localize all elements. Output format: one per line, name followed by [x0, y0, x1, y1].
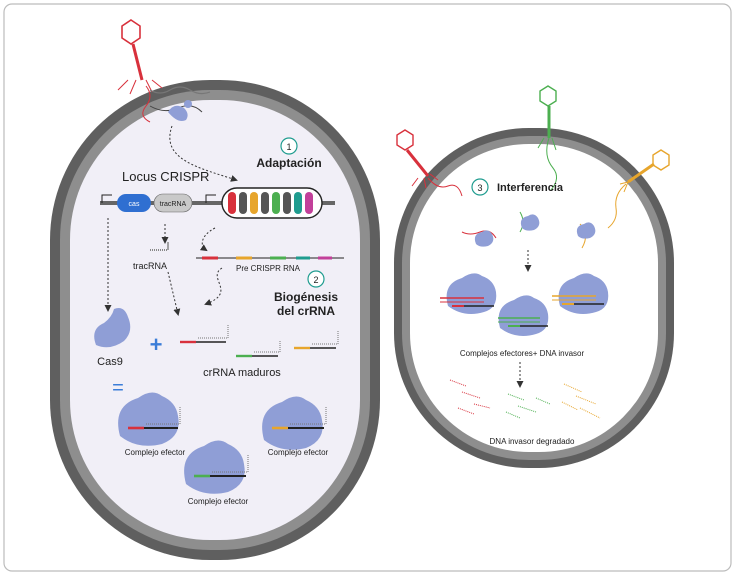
step2-badge	[307, 270, 325, 288]
cas-gene-box	[117, 194, 151, 212]
complejo-3-label: Complejo efector	[188, 497, 249, 506]
equals-sign: =	[112, 377, 124, 399]
phage-red-right-icon	[396, 129, 463, 197]
complejo-1-label: Complejo efector	[125, 448, 186, 457]
adaptation-arrow	[169, 125, 238, 182]
step2-number: 2	[313, 275, 318, 285]
complex-small-yellow-icon	[576, 222, 596, 249]
promoter-2-icon	[205, 194, 216, 203]
crrna-maduros-label: crRNA maduros	[203, 367, 281, 379]
tracrna-label: tracRNA	[133, 261, 167, 271]
phage-yellow-right-icon	[607, 149, 670, 229]
arrow-tracrna-down	[167, 271, 181, 316]
effector-dna-green-icon	[498, 295, 549, 336]
phage-red-icon	[117, 19, 163, 123]
locus-title: Locus CRISPR	[122, 169, 209, 184]
cas9-label: Cas9	[97, 356, 123, 368]
step1-number: 1	[286, 142, 291, 152]
plus-sign: +	[150, 332, 163, 357]
pre-crispr-label: Pre CRISPR RNA	[236, 264, 301, 273]
complex-small-red-icon	[461, 230, 497, 247]
arrow-pre-down	[204, 267, 223, 306]
crrna-red	[180, 324, 229, 344]
cas9-protein-icon	[94, 308, 131, 348]
dna-degradado-label: DNA invasor degradado	[490, 437, 575, 446]
effector-complex-green-icon	[184, 440, 249, 494]
complejos-invasor-label: Complejos efectores+ DNA invasor	[460, 349, 585, 358]
effector-dna-yellow-icon	[552, 273, 609, 314]
step2-title-line1: Biogénesis	[274, 290, 338, 304]
effector-complex-yellow-icon	[262, 396, 327, 450]
promoter-1-icon	[101, 194, 112, 203]
injected-dna	[149, 86, 211, 95]
degraded-dna-fragments	[449, 379, 601, 419]
step2-title-line2: del crRNA	[277, 304, 335, 318]
step3-number: 3	[477, 183, 482, 193]
cas-gene-label: cas	[129, 201, 140, 208]
pre-crispr-rna	[196, 256, 344, 260]
effector-dna-red-icon	[440, 273, 497, 314]
complejo-2-label: Complejo efector	[268, 448, 329, 457]
crrna-yellow	[294, 330, 339, 350]
step3-title: Interferencia	[497, 182, 564, 194]
crrna-green	[236, 340, 281, 358]
crispr-spacers	[228, 192, 313, 214]
step1-badge	[280, 137, 298, 155]
protein-small-icon	[168, 100, 192, 121]
step3-badge	[471, 178, 489, 196]
complex-small-green-icon	[519, 211, 540, 233]
tracrna-gene-box	[153, 193, 193, 213]
phage-green-right-icon	[537, 85, 557, 191]
effector-complex-red-icon	[118, 392, 181, 446]
tracrna-gene-label: tracRNA	[160, 201, 187, 208]
step1-title: Adaptación	[256, 156, 321, 170]
